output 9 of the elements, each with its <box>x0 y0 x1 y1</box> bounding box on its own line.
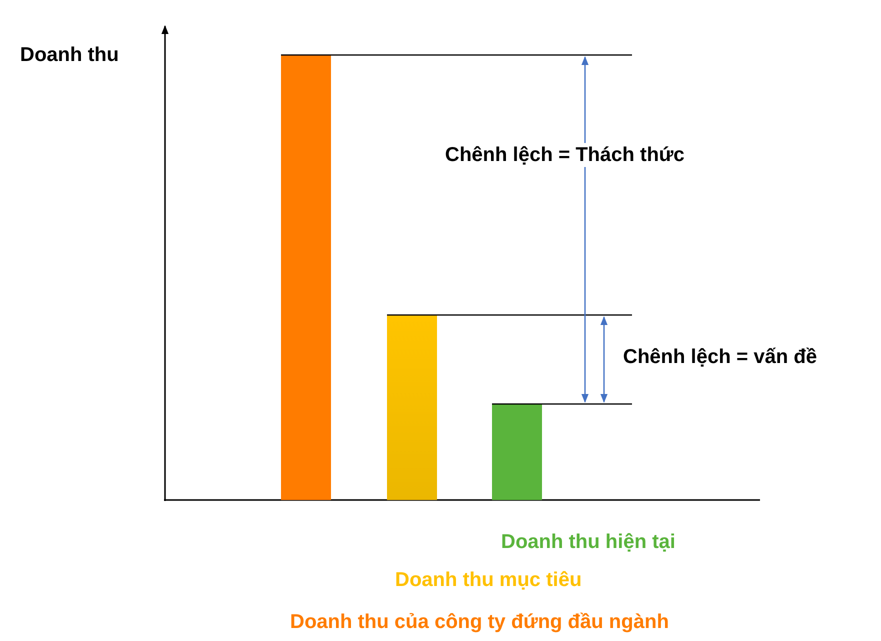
bar <box>387 315 437 500</box>
gap-label: Chênh lệch = vấn đề <box>623 345 817 369</box>
gap-label: Chênh lệch = Thách thức <box>445 143 685 167</box>
bar <box>492 404 542 500</box>
bar <box>281 55 331 500</box>
series-label: Doanh thu hiện tại <box>501 530 676 554</box>
series-label: Doanh thu của công ty đứng đầu ngành <box>290 610 669 634</box>
series-label: Doanh thu mục tiêu <box>395 568 582 592</box>
axis-label: Doanh thu <box>20 43 119 67</box>
